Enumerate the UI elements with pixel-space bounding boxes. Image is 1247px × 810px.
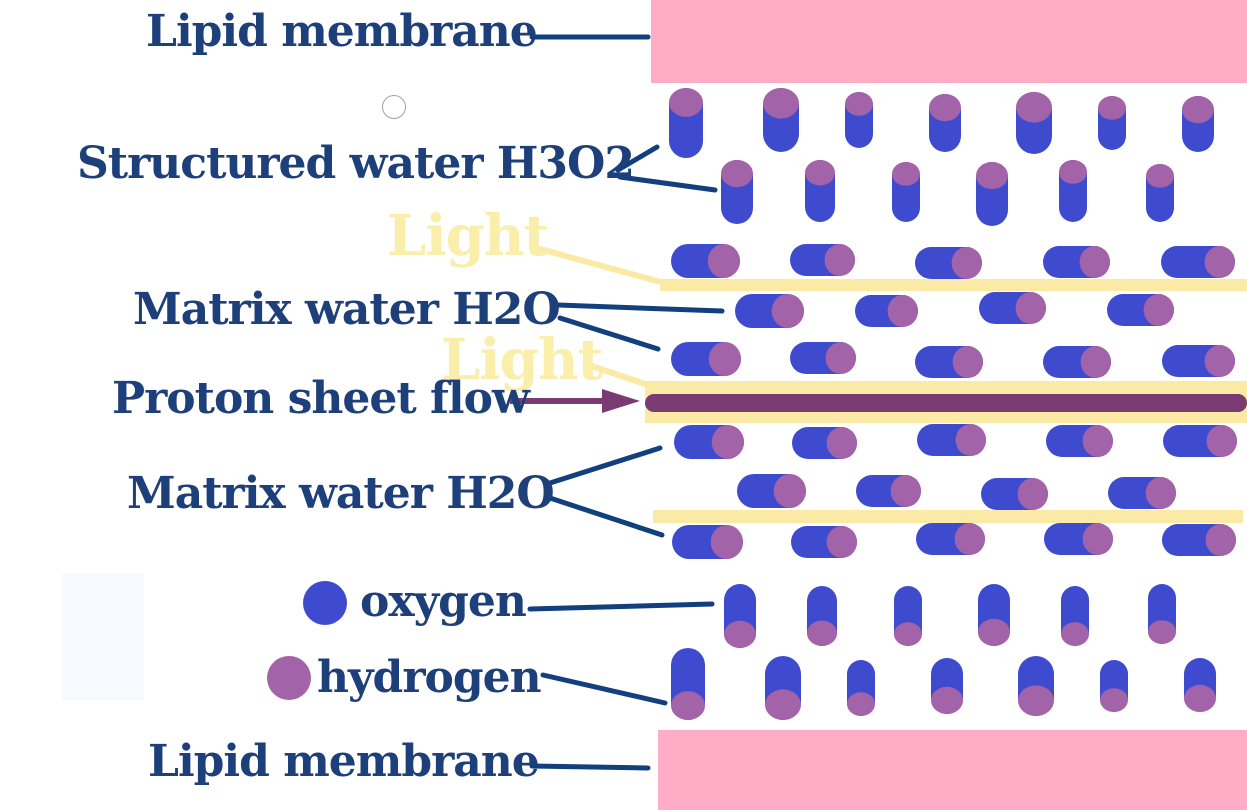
label-hydrogen: hydrogen [317,652,542,703]
lipid-membrane-top [651,0,1247,83]
oxygen-legend-dot [303,581,347,625]
water-molecule-10 [892,162,920,222]
label-structured-water: Structured water H3O2 [77,138,635,189]
water-molecule-26 [1043,346,1112,378]
water-molecule-1 [669,88,703,158]
water-molecule-38 [791,526,857,558]
label-proton-sheet-flow: Proton sheet flow [112,373,530,424]
water-molecule-22 [1107,294,1175,326]
light-sheet-3 [653,510,1243,523]
water-molecule-12 [1059,160,1087,222]
water-molecule-23 [671,342,741,376]
label-oxygen: oxygen [360,576,527,627]
water-molecule-45 [978,584,1010,647]
water-molecule-52 [1018,656,1054,716]
lipid-membrane-bottom [658,730,1247,810]
water-molecule-34 [856,475,921,507]
label-lipid-membrane-top: Lipid membrane [146,6,538,57]
label-light-2: Light [441,327,603,393]
water-molecule-24 [790,342,856,374]
water-molecule-31 [1046,425,1114,457]
water-molecule-19 [735,294,804,328]
water-molecule-28 [674,425,744,459]
water-molecule-13 [1146,164,1174,222]
water-molecule-14 [671,244,740,278]
leader-matrix-1b [557,315,661,352]
water-molecule-48 [671,648,705,720]
label-light-1: Light [387,203,549,269]
hydrogen-legend-dot [267,656,311,700]
water-molecule-18 [1161,246,1236,278]
light-sheet-1 [660,279,1247,291]
light-leader-1 [537,246,671,287]
water-molecule-16 [915,247,982,279]
leader-matrix-2b [547,495,665,538]
leader-oxygen [527,601,715,612]
leader-matrix-1a [555,302,725,314]
water-molecule-30 [917,424,986,456]
water-molecule-33 [737,474,806,508]
proton-arrow-head [602,389,640,413]
water-molecule-35 [981,478,1048,510]
water-molecule-36 [1108,477,1177,509]
water-molecule-37 [672,525,743,559]
water-molecules [669,88,1238,720]
water-molecule-46 [1061,586,1089,646]
label-matrix-water-1: Matrix water H2O [133,284,561,335]
proton-sheet [645,394,1247,412]
water-molecule-50 [847,660,875,716]
light-leader-2 [589,363,651,388]
water-molecule-29 [792,427,857,459]
water-molecule-17 [1043,246,1111,278]
water-molecule-9 [805,160,835,222]
water-molecule-7 [1182,96,1214,152]
water-molecule-53 [1100,660,1128,712]
leader-structured-2 [617,174,718,193]
water-molecule-39 [916,523,985,555]
water-molecule-32 [1163,425,1238,457]
water-molecule-8 [721,160,753,224]
water-molecule-27 [1162,345,1236,377]
water-molecule-44 [894,586,922,646]
leader-lipid-bottom [529,763,651,771]
water-molecule-54 [1184,658,1216,713]
light-leader-lines [537,246,671,388]
water-molecule-40 [1044,523,1114,555]
leader-lines [527,34,725,771]
small-circle-icon [382,95,406,119]
water-molecule-11 [976,162,1008,226]
water-molecule-47 [1148,584,1176,644]
water-molecule-41 [1162,524,1237,556]
water-molecule-25 [915,346,983,378]
label-lipid-membrane-bottom: Lipid membrane [148,736,540,787]
water-molecule-15 [790,244,855,276]
leader-hydrogen [540,672,668,706]
water-molecule-3 [845,92,873,148]
water-molecule-2 [763,88,799,152]
background-panel [62,573,144,700]
leader-structured-1 [615,144,660,173]
water-molecule-49 [765,656,801,720]
water-molecule-6 [1098,96,1126,150]
water-molecule-42 [724,584,756,649]
leader-matrix-2a [547,445,663,486]
water-molecule-51 [931,658,963,715]
label-matrix-water-2: Matrix water H2O [127,468,555,519]
water-molecule-21 [979,292,1046,324]
water-molecule-20 [855,295,918,327]
water-molecule-43 [807,586,837,646]
water-molecule-5 [1016,92,1052,154]
water-molecule-4 [929,94,961,152]
